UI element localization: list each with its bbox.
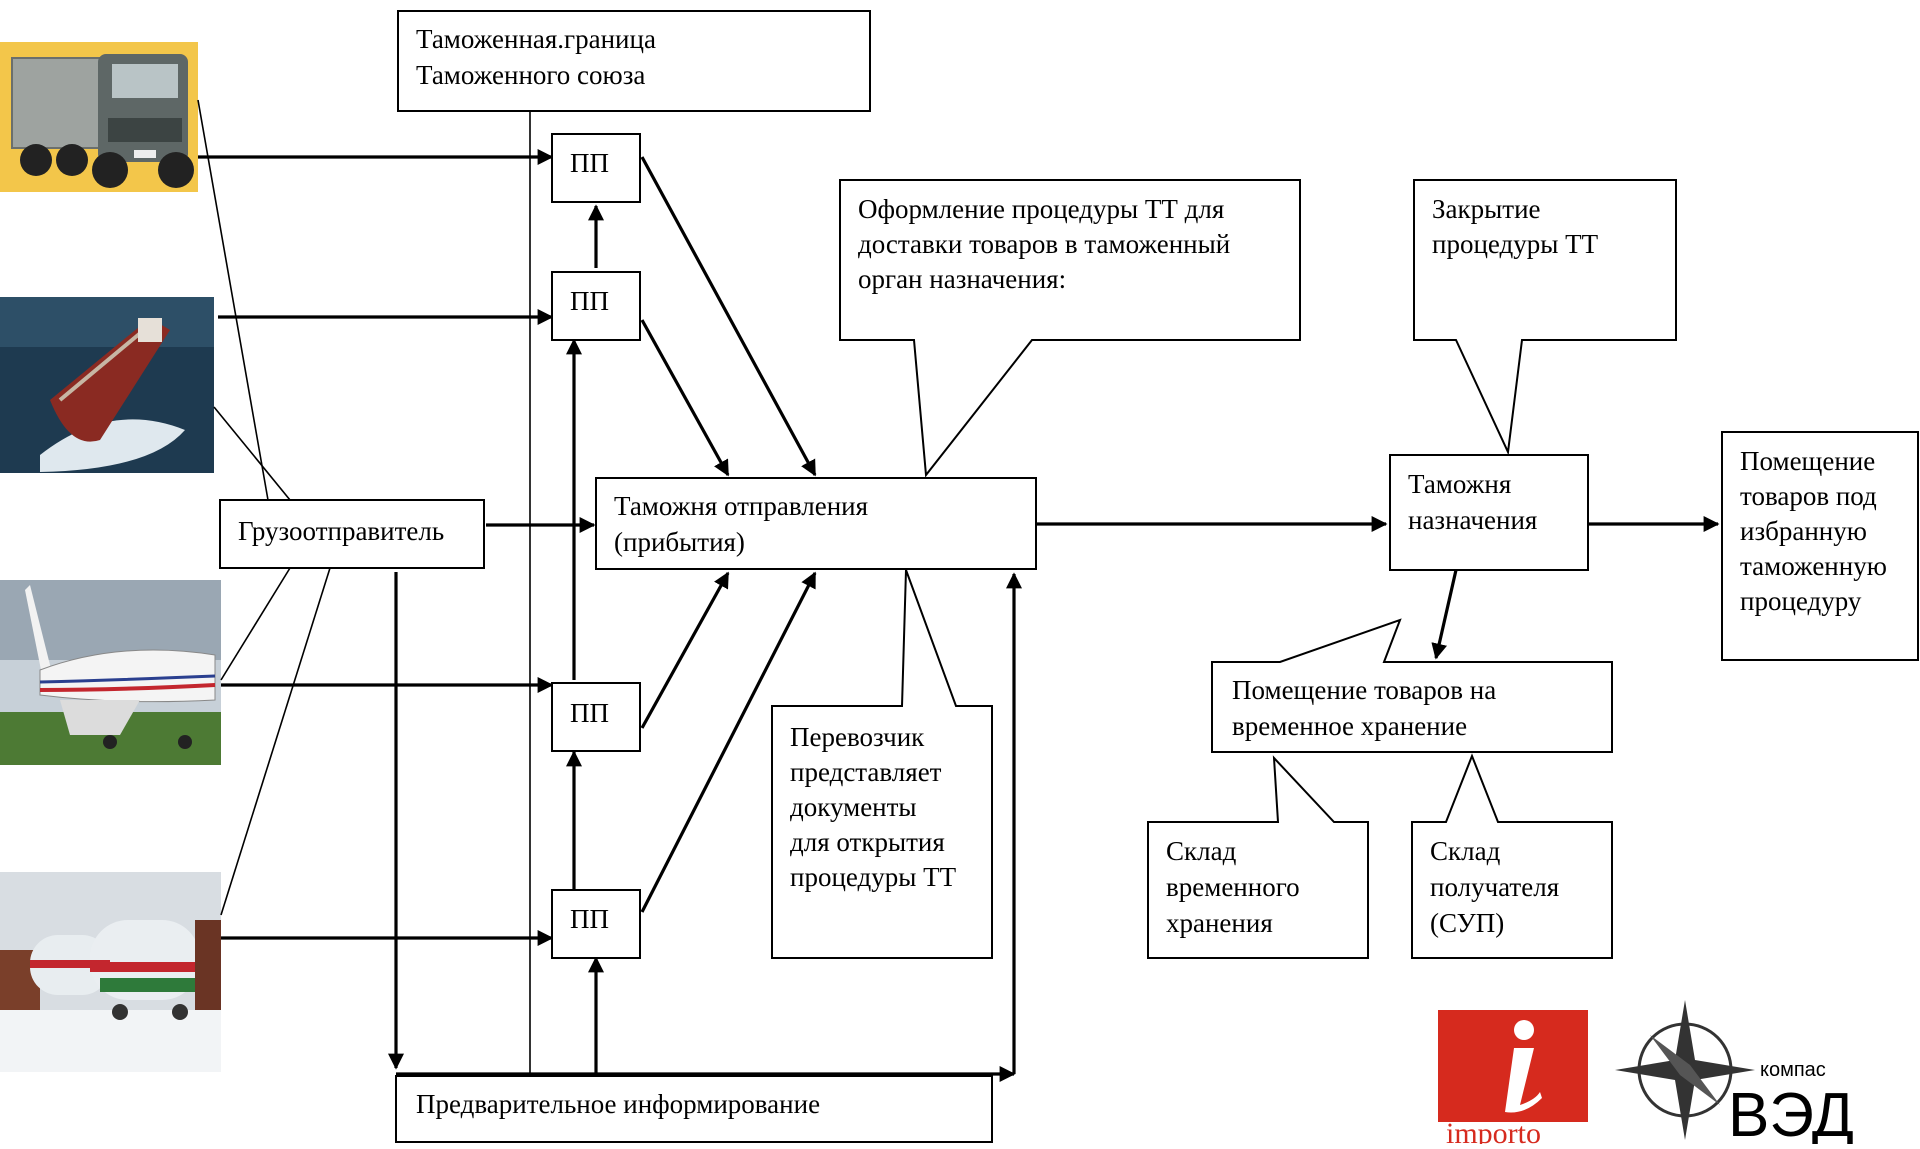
- customs-border-box: Таможенная.граница Таможенного союза: [397, 10, 871, 112]
- carrier-callout: Перевозчик представляет документы для от…: [771, 569, 993, 959]
- truck-photo: [0, 42, 198, 192]
- svg-text:Оформление процедуры ТТ для: Оформление процедуры ТТ для: [858, 194, 1224, 224]
- pre-information-box: Предварительное информирование: [395, 1075, 993, 1143]
- temporary-storage-callout: Помещение товаров на временное хранение: [1211, 618, 1613, 753]
- ship-photo: [0, 297, 214, 473]
- svg-text:Перевозчик: Перевозчик: [790, 722, 925, 752]
- svg-text:документы: документы: [790, 792, 917, 822]
- recipient-warehouse-callout: Склад получателя (СУП): [1411, 753, 1613, 959]
- svg-text:Помещение товаров на: Помещение товаров на: [1232, 675, 1496, 705]
- destination-customs-box: Таможня назначения: [1389, 454, 1589, 571]
- svg-text:доставки товаров в таможенный: доставки товаров в таможенный: [858, 229, 1230, 259]
- kompas-ved-logo: компас ВЭД: [1615, 1000, 1854, 1149]
- checkpoint-box: ПП: [551, 889, 641, 959]
- svg-text:Грузоотправитель: Грузоотправитель: [238, 516, 444, 546]
- importo-logo: importo: [1438, 1010, 1588, 1149]
- departure-customs-box: Таможня отправления (прибытия): [595, 477, 1037, 570]
- svg-text:Склад: Склад: [1430, 836, 1501, 866]
- svg-text:избранную: избранную: [1740, 516, 1867, 546]
- checkpoint-box: ПП: [551, 271, 641, 341]
- svg-text:Помещение: Помещение: [1740, 446, 1875, 476]
- svg-text:ПП: ПП: [570, 286, 609, 316]
- svg-text:таможенную: таможенную: [1740, 551, 1887, 581]
- airplane-photo: [0, 580, 221, 765]
- svg-text:хранения: хранения: [1166, 908, 1273, 938]
- train-photo: [0, 872, 221, 1072]
- svg-text:Таможня отправления: Таможня отправления: [614, 491, 868, 521]
- svg-text:Таможня: Таможня: [1408, 469, 1511, 499]
- svg-text:получателя: получателя: [1430, 872, 1559, 902]
- svg-text:для открытия: для открытия: [790, 827, 945, 857]
- svg-text:Предварительное информирование: Предварительное информирование: [416, 1089, 820, 1119]
- tt-closing-callout: Закрытие процедуры ТТ: [1413, 179, 1677, 456]
- svg-text:временного: временного: [1166, 872, 1300, 902]
- temporary-storage-warehouse-callout: Склад временного хранения: [1147, 755, 1369, 959]
- checkpoint-box: ПП: [551, 133, 641, 203]
- svg-text:назначения: назначения: [1408, 505, 1537, 535]
- checkpoint-box: ПП: [551, 682, 641, 752]
- svg-text:Склад: Склад: [1166, 836, 1237, 866]
- svg-text:importo: importo: [1446, 1117, 1541, 1144]
- svg-text:представляет: представляет: [790, 757, 942, 787]
- svg-text:процедуры ТТ: процедуры ТТ: [790, 862, 957, 892]
- shipper-box: Грузоотправитель: [219, 499, 485, 569]
- svg-text:компас: компас: [1760, 1059, 1826, 1081]
- flow-arrows: [198, 149, 1720, 1082]
- svg-text:(СУП): (СУП): [1430, 908, 1504, 938]
- svg-text:ВЭД: ВЭД: [1728, 1081, 1854, 1144]
- svg-text:процедуру: процедуру: [1740, 586, 1862, 616]
- svg-text:ПП: ПП: [570, 698, 609, 728]
- placement-box: Помещение товаров под избранную таможенн…: [1721, 431, 1919, 661]
- tt-opening-callout: Оформление процедуры ТТ для доставки тов…: [839, 179, 1301, 478]
- shipper-connector-lines: [197, 99, 331, 916]
- svg-text:ПП: ПП: [570, 148, 609, 178]
- svg-text:процедуры ТТ: процедуры ТТ: [1432, 229, 1599, 259]
- svg-text:(прибытия): (прибытия): [614, 527, 745, 557]
- svg-text:Закрытие: Закрытие: [1432, 194, 1541, 224]
- svg-text:Таможенная.граница: Таможенная.граница: [416, 24, 656, 54]
- svg-text:орган назначения:: орган назначения:: [858, 264, 1066, 294]
- svg-text:ПП: ПП: [570, 904, 609, 934]
- svg-text:Таможенного союза: Таможенного союза: [416, 60, 645, 90]
- svg-text:временное хранение: временное хранение: [1232, 711, 1467, 741]
- svg-text:товаров под: товаров под: [1740, 481, 1877, 511]
